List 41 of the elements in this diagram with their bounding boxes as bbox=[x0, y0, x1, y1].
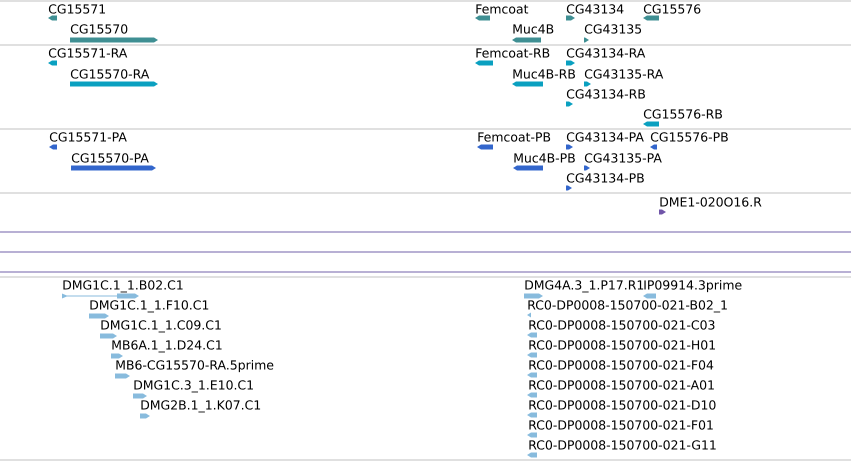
feature-label: CG43135 bbox=[584, 24, 642, 34]
feature-label: CG15570-RA bbox=[70, 69, 150, 79]
feature-label: CG15571-RA bbox=[48, 48, 128, 58]
feature-label: DMG1C.1_1.F10.C1 bbox=[90, 300, 208, 312]
feature-label: CG15570 bbox=[70, 24, 128, 34]
feature-label: DME1-020O16.R bbox=[660, 197, 762, 207]
feature-label: DMG1C.1_1.B02.C1 bbox=[63, 280, 183, 292]
feature-label: CG15576 bbox=[644, 4, 700, 14]
feature-label: CG43135-RA bbox=[584, 69, 664, 79]
feature-label: RC0-DP0008-150700-021-F01 bbox=[529, 420, 713, 430]
feature-label: RC0-DP0008-150700-021-C03 bbox=[529, 320, 714, 330]
feature-label: Muc4B-PB bbox=[514, 153, 575, 163]
feature-label: RC0-DP0008-150700-021-D10 bbox=[529, 400, 716, 410]
feature-label: RC0-DP0008-150700-021-A01 bbox=[529, 380, 714, 390]
feature-label: CG15576-PB bbox=[650, 132, 728, 142]
feature-label: CG43134-RA bbox=[566, 48, 646, 58]
feature-label: RC0-DP0008-150700-021-F04 bbox=[529, 360, 714, 370]
feature-label: CG43134 bbox=[566, 4, 624, 14]
feature-label: CG43134-PA bbox=[566, 132, 644, 142]
feature-label: MB6-CG15570-RA.5prime bbox=[116, 360, 274, 372]
feature-label: MB6A.1_1.D24.C1 bbox=[112, 340, 222, 352]
feature-label: DMG1C.3_1.E10.C1 bbox=[134, 380, 253, 392]
feature-label: CG43134-PB bbox=[566, 173, 644, 183]
feature-label: RC0-DP0008-150700-021-G11 bbox=[529, 440, 716, 450]
feature-label: DMG1C.1_1.C09.C1 bbox=[101, 320, 221, 332]
feature-label: CG15571-PA bbox=[50, 132, 127, 142]
feature-label: CG43134-RB bbox=[566, 89, 645, 99]
feature-label: Femcoat-RB bbox=[476, 48, 550, 58]
feature-label: Muc4B bbox=[513, 24, 554, 34]
feature-label: Femcoat-PB bbox=[478, 132, 550, 142]
feature-label: DMG4A.3_1.P17.R1 bbox=[525, 280, 644, 292]
feature-label: CG15571 bbox=[48, 4, 106, 14]
feature-label: DMG2B.1_1.K07.C1 bbox=[141, 400, 260, 412]
feature-label: RC0-DP0008-150700-021-B02_1 bbox=[528, 300, 727, 312]
feature-label: CG15576-RB bbox=[644, 109, 722, 119]
feature-label: Femcoat bbox=[476, 4, 528, 14]
feature-label: RC0-DP0008-150700-021-H01 bbox=[529, 340, 715, 350]
feature-label: Muc4B-RB bbox=[513, 69, 575, 79]
feature-label: IP09914.3prime bbox=[644, 280, 742, 292]
feature-label: CG15570-PA bbox=[72, 153, 149, 163]
feature-label: CG43135-PA bbox=[584, 153, 662, 163]
